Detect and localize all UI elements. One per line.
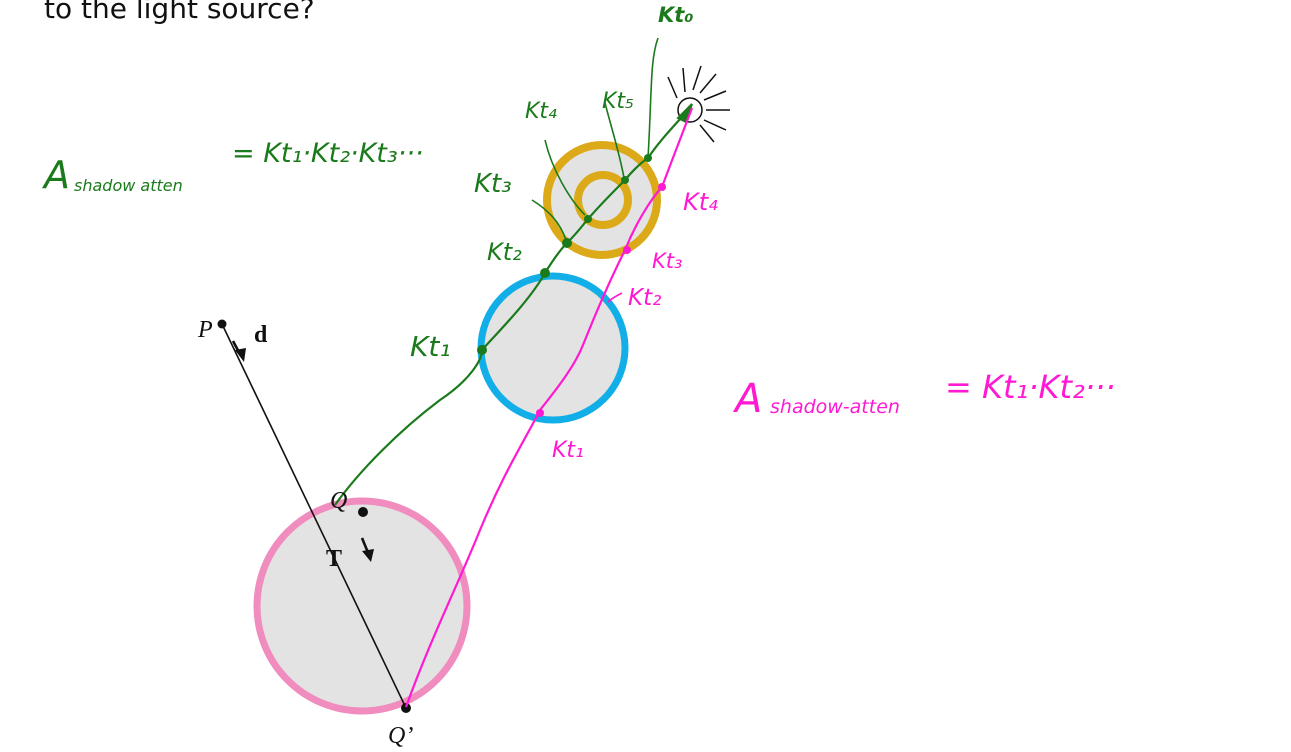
magenta-formula-base: A	[732, 376, 762, 422]
green-kt0: Kt₀	[658, 3, 694, 27]
green-formula-rhs: = Kt₁·Kt₂·Kt₃···	[232, 138, 423, 169]
green-kt5: Kt₅	[602, 89, 634, 114]
green-formula-base: A	[41, 153, 70, 197]
magenta-intersection-dots	[536, 183, 666, 417]
green-kt2: Kt₂	[487, 238, 522, 266]
point-P	[217, 319, 227, 329]
label-d: d	[254, 322, 268, 348]
T-arrowhead	[362, 549, 374, 562]
magenta-formula-subscript: shadow-atten	[770, 396, 900, 418]
magenta-kt4: Kt₄	[683, 188, 718, 216]
question-text: to the light source?	[44, 0, 315, 25]
point-Q	[358, 507, 368, 517]
gold-sphere-inner	[574, 171, 632, 229]
light-source-icon	[667, 65, 730, 143]
gold-sphere-outer	[543, 141, 661, 259]
magenta-kt3: Kt₃	[652, 249, 682, 273]
magenta-kt1: Kt₁	[552, 438, 584, 463]
pink-sphere	[253, 497, 471, 715]
point-Q-prime	[401, 703, 411, 713]
label-Q: Q	[330, 488, 347, 514]
green-kt1: Kt₁	[410, 330, 451, 363]
green-shadow-ray	[334, 107, 691, 506]
green-formula-subscript: shadow atten	[74, 176, 183, 195]
magenta-kt2: Kt₂	[628, 285, 661, 311]
label-P: P	[197, 317, 213, 343]
label-T: T	[326, 546, 342, 572]
green-kt4: Kt₄	[525, 99, 557, 124]
green-leader-lines	[531, 37, 659, 241]
magenta-leader-kt2	[607, 292, 623, 303]
magenta-formula-rhs: = Kt₁·Kt₂···	[945, 368, 1115, 406]
label-Q-prime: Q’	[388, 723, 413, 749]
green-kt3: Kt₃	[474, 169, 512, 199]
d-arrowhead	[235, 348, 246, 362]
